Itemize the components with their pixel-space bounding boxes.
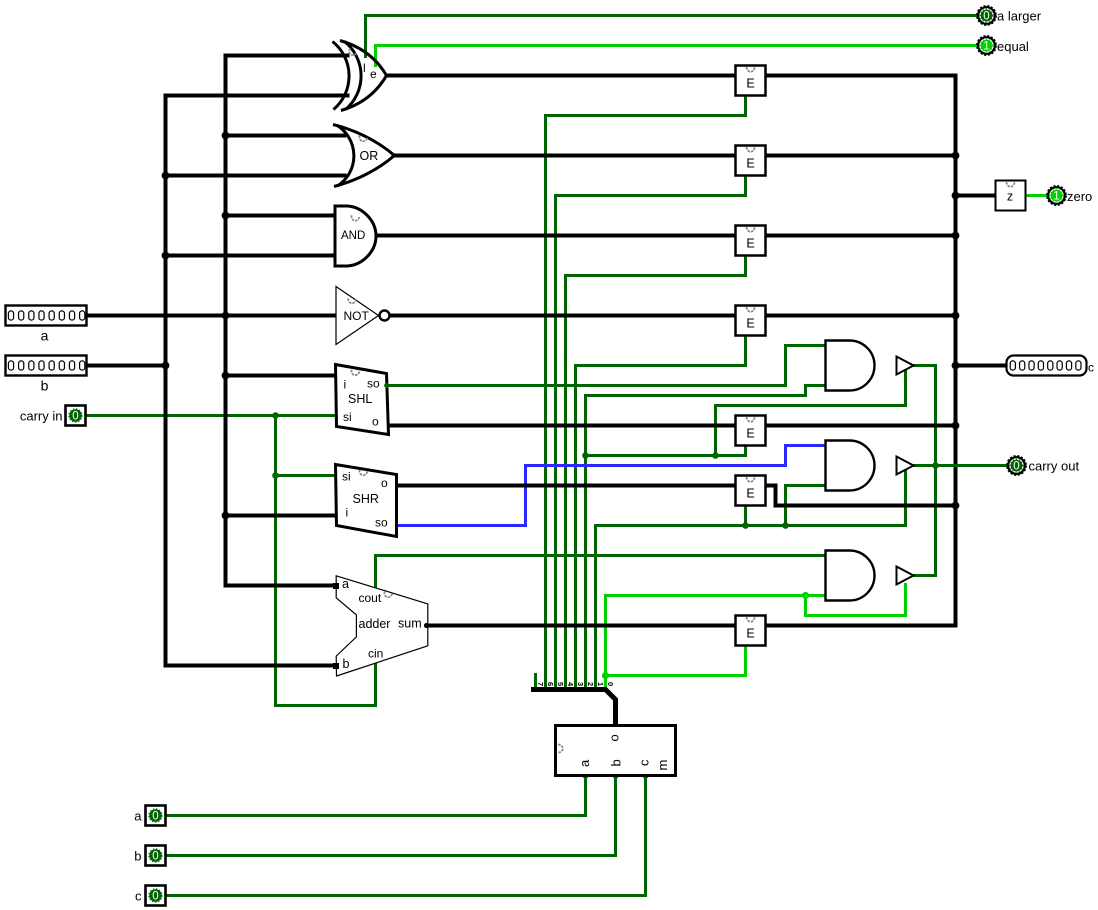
svg-text:E: E [746, 157, 754, 171]
svg-text:0: 0 [152, 851, 158, 863]
svg-text:a: a [41, 328, 49, 344]
svg-text:0: 0 [72, 411, 78, 423]
svg-text:c: c [1088, 361, 1094, 375]
svg-text:0: 0 [983, 11, 989, 23]
svg-text:b: b [134, 849, 141, 864]
svg-text:c: c [637, 759, 652, 766]
svg-text:E: E [746, 627, 754, 641]
svg-text:zero: zero [1067, 189, 1092, 204]
svg-text:si: si [343, 410, 352, 424]
svg-text:so: so [367, 377, 380, 391]
svg-text:carry in: carry in [20, 409, 63, 424]
svg-text:z: z [1007, 190, 1013, 204]
svg-text:AND: AND [341, 230, 365, 242]
svg-text:o: o [607, 734, 622, 741]
svg-text:1: 1 [983, 41, 989, 53]
svg-text:l: l [363, 61, 366, 75]
svg-text:SHR: SHR [353, 492, 379, 506]
svg-text:adder: adder [359, 617, 391, 631]
svg-text:b: b [343, 657, 350, 671]
svg-text:NOT: NOT [344, 309, 370, 323]
svg-text:E: E [746, 77, 754, 91]
svg-text:so: so [375, 516, 388, 530]
svg-text:cout: cout [359, 591, 382, 605]
svg-text:0: 0 [152, 811, 158, 823]
svg-text:m: m [655, 760, 670, 771]
svg-text:E: E [746, 237, 754, 251]
svg-text:cin: cin [368, 647, 383, 661]
svg-text:i: i [344, 378, 347, 392]
svg-text:E: E [746, 317, 754, 331]
svg-text:5: 5 [556, 682, 565, 686]
svg-text:b: b [41, 378, 49, 394]
svg-text:4: 4 [566, 682, 575, 687]
svg-text:0: 0 [1013, 461, 1019, 473]
svg-text:a larger: a larger [997, 9, 1042, 24]
svg-text:carry out: carry out [1029, 459, 1080, 474]
svg-text:i: i [346, 506, 349, 520]
svg-text:1: 1 [596, 682, 605, 686]
svg-text:7: 7 [536, 682, 545, 686]
svg-text:equal: equal [997, 39, 1029, 54]
svg-text:E: E [746, 487, 754, 501]
svg-text:si: si [342, 470, 351, 484]
svg-text:E: E [746, 427, 754, 441]
svg-text:a: a [342, 577, 349, 591]
svg-text:6: 6 [546, 682, 555, 686]
svg-text:o: o [372, 415, 379, 429]
svg-text:SHL: SHL [348, 392, 372, 406]
svg-text:o: o [381, 476, 388, 490]
svg-text:2: 2 [586, 682, 595, 686]
svg-text:3: 3 [576, 682, 585, 686]
svg-text:0: 0 [152, 891, 158, 903]
svg-text:e: e [370, 67, 377, 81]
svg-text:a: a [134, 809, 142, 824]
svg-text:0: 0 [606, 682, 615, 686]
svg-text:OR: OR [360, 149, 379, 163]
svg-text:sum: sum [398, 617, 422, 631]
svg-text:a: a [577, 759, 592, 767]
svg-text:c: c [135, 889, 142, 904]
svg-text:1: 1 [1053, 191, 1059, 203]
svg-text:b: b [609, 759, 624, 766]
